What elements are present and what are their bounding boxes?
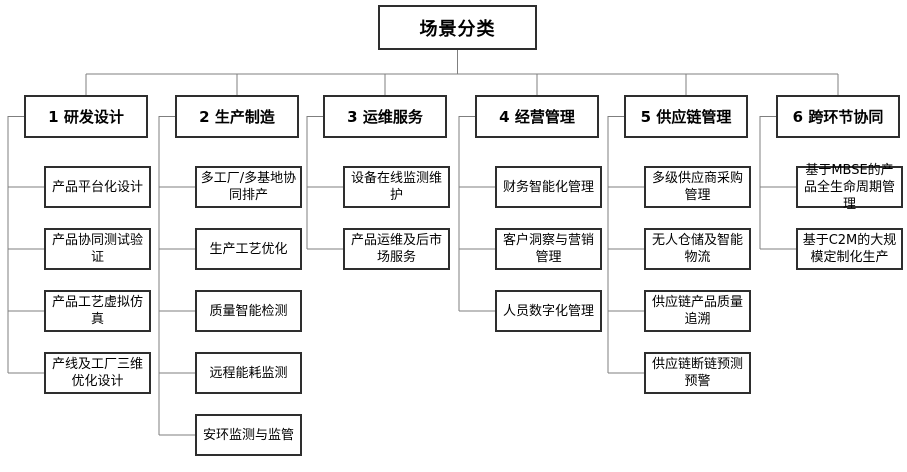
root-node: 场景分类 — [378, 5, 537, 50]
category-node-operations: 3 运维服务 — [323, 95, 447, 138]
category-node-crosslink: 6 跨环节协同 — [776, 95, 900, 138]
leaf-node: 供应链断链预测预警 — [644, 352, 751, 394]
leaf-node: 质量智能检测 — [195, 290, 302, 332]
leaf-node: 生产工艺优化 — [195, 228, 302, 270]
leaf-node: 多级供应商采购管理 — [644, 166, 751, 208]
category-node-supplychain: 5 供应链管理 — [624, 95, 748, 138]
leaf-node: 供应链产品质量追溯 — [644, 290, 751, 332]
leaf-node: 财务智能化管理 — [495, 166, 602, 208]
leaf-node: 远程能耗监测 — [195, 352, 302, 394]
leaf-node: 无人仓储及智能物流 — [644, 228, 751, 270]
leaf-node: 基于C2M的大规模定制化生产 — [796, 228, 903, 270]
leaf-node: 设备在线监测维护 — [343, 166, 450, 208]
leaf-node: 人员数字化管理 — [495, 290, 602, 332]
leaf-node: 产线及工厂三维优化设计 — [44, 352, 151, 394]
leaf-node: 多工厂/多基地协同排产 — [195, 166, 302, 208]
leaf-node: 安环监测与监管 — [195, 414, 302, 456]
category-node-rd: 1 研发设计 — [24, 95, 148, 138]
leaf-node: 产品工艺虚拟仿真 — [44, 290, 151, 332]
category-node-business: 4 经营管理 — [475, 95, 599, 138]
category-node-production: 2 生产制造 — [175, 95, 299, 138]
leaf-node: 产品平台化设计 — [44, 166, 151, 208]
leaf-node: 客户洞察与营销管理 — [495, 228, 602, 270]
leaf-node: 产品协同测试验证 — [44, 228, 151, 270]
leaf-node: 产品运维及后市场服务 — [343, 228, 450, 270]
leaf-node: 基于MBSE的产品全生命周期管理 — [796, 163, 903, 212]
